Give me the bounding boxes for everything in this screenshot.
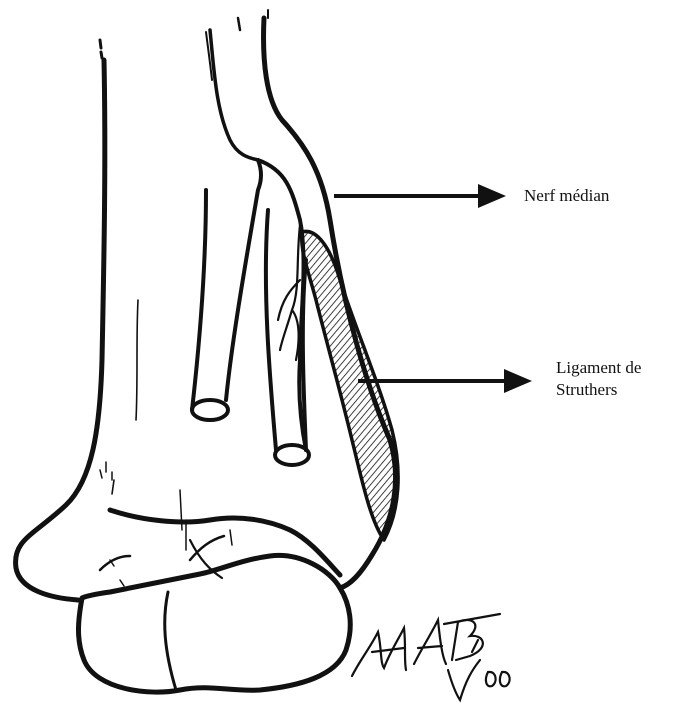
- label-ligament-line1: Ligament de: [556, 357, 641, 379]
- arrow-nerf-median: [334, 184, 506, 208]
- vessel-cut-end-left: [192, 400, 228, 420]
- humerus-left-contour: [16, 60, 105, 600]
- trochlea: [79, 555, 351, 692]
- arrow-ligament-struthers: [358, 369, 532, 393]
- struthers-ligament: [302, 231, 398, 540]
- nerve-branches: [278, 225, 300, 360]
- median-nerve-upper: [210, 30, 258, 160]
- label-nerf-median: Nerf médian: [524, 185, 609, 207]
- label-ligament-line2: Struthers: [556, 379, 641, 401]
- label-ligament-struthers: Ligament de Struthers: [556, 357, 641, 401]
- vessel-cut-end-right: [275, 445, 309, 465]
- artist-signature: [352, 614, 510, 700]
